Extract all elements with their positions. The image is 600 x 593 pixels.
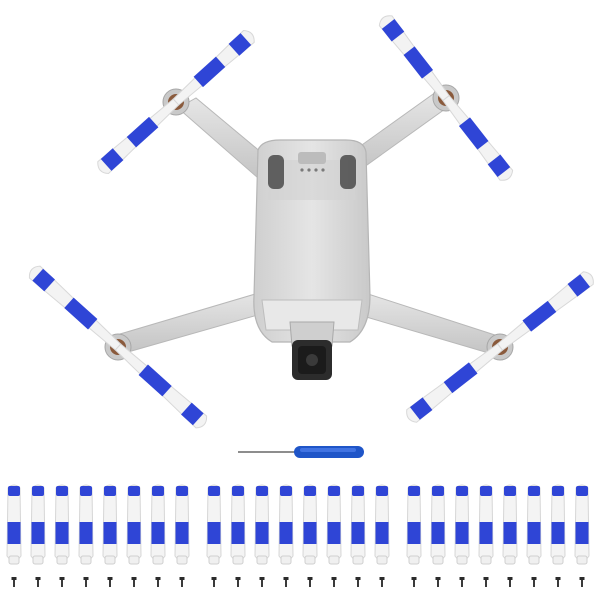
spare-propeller <box>254 484 270 565</box>
spare-propeller <box>526 484 542 565</box>
arm-rear-left <box>119 291 269 353</box>
spare-screw <box>531 577 537 587</box>
spare-screw <box>59 577 65 587</box>
spare-screw <box>555 577 561 587</box>
propeller-front-right <box>378 15 514 181</box>
spare-screw <box>507 577 513 587</box>
spare-propeller <box>126 484 142 565</box>
spare-propeller <box>102 484 118 565</box>
spare-propeller <box>550 484 566 565</box>
propeller-rear-left <box>28 265 208 429</box>
spare-screw <box>83 577 89 587</box>
spare-propeller <box>478 484 494 565</box>
spare-screw <box>379 577 385 587</box>
spare-screw <box>211 577 217 587</box>
battery-led-2 <box>307 168 311 172</box>
spare-screw <box>179 577 185 587</box>
screwdriver <box>238 446 364 458</box>
spare-propeller <box>150 484 166 565</box>
spare-propeller <box>406 484 422 565</box>
spare-propeller <box>454 484 470 565</box>
mounted-propellers <box>28 15 594 429</box>
spare-screw <box>155 577 161 587</box>
spare-propeller <box>430 484 446 565</box>
spare-propeller <box>54 484 70 565</box>
spare-screw <box>259 577 265 587</box>
spare-propeller <box>350 484 366 565</box>
spare-screw <box>435 577 441 587</box>
spare-propeller <box>278 484 294 565</box>
spare-screw <box>411 577 417 587</box>
drone-body <box>253 139 371 347</box>
battery-led-3 <box>314 168 318 172</box>
spare-propeller <box>302 484 318 565</box>
battery-led-1 <box>300 168 304 172</box>
spare-propeller <box>174 484 190 565</box>
spare-screw <box>307 577 313 587</box>
spare-propellers <box>6 484 590 565</box>
spare-screws <box>11 577 585 587</box>
arm-front-left <box>177 97 269 179</box>
spare-screw <box>107 577 113 587</box>
spare-propeller <box>78 484 94 565</box>
spare-screw <box>459 577 465 587</box>
propeller-front-left <box>97 29 255 175</box>
spare-screw <box>235 577 241 587</box>
spare-propeller <box>6 484 22 565</box>
camera-gimbal <box>292 340 332 380</box>
spare-screw <box>483 577 489 587</box>
spare-screw <box>283 577 289 587</box>
spare-propeller <box>326 484 342 565</box>
spare-screw <box>131 577 137 587</box>
spare-propeller <box>230 484 246 565</box>
spare-propeller <box>374 484 390 565</box>
spare-propeller <box>30 484 46 565</box>
spare-propeller <box>206 484 222 565</box>
propeller-rear-right <box>406 271 594 423</box>
arm-rear-right <box>355 291 499 355</box>
spare-screw <box>11 577 17 587</box>
battery-led-4 <box>321 168 325 172</box>
spare-screw <box>35 577 41 587</box>
spare-screw <box>579 577 585 587</box>
spare-screw <box>355 577 361 587</box>
spare-propeller <box>574 484 590 565</box>
spare-propeller <box>502 484 518 565</box>
spare-screw <box>331 577 337 587</box>
